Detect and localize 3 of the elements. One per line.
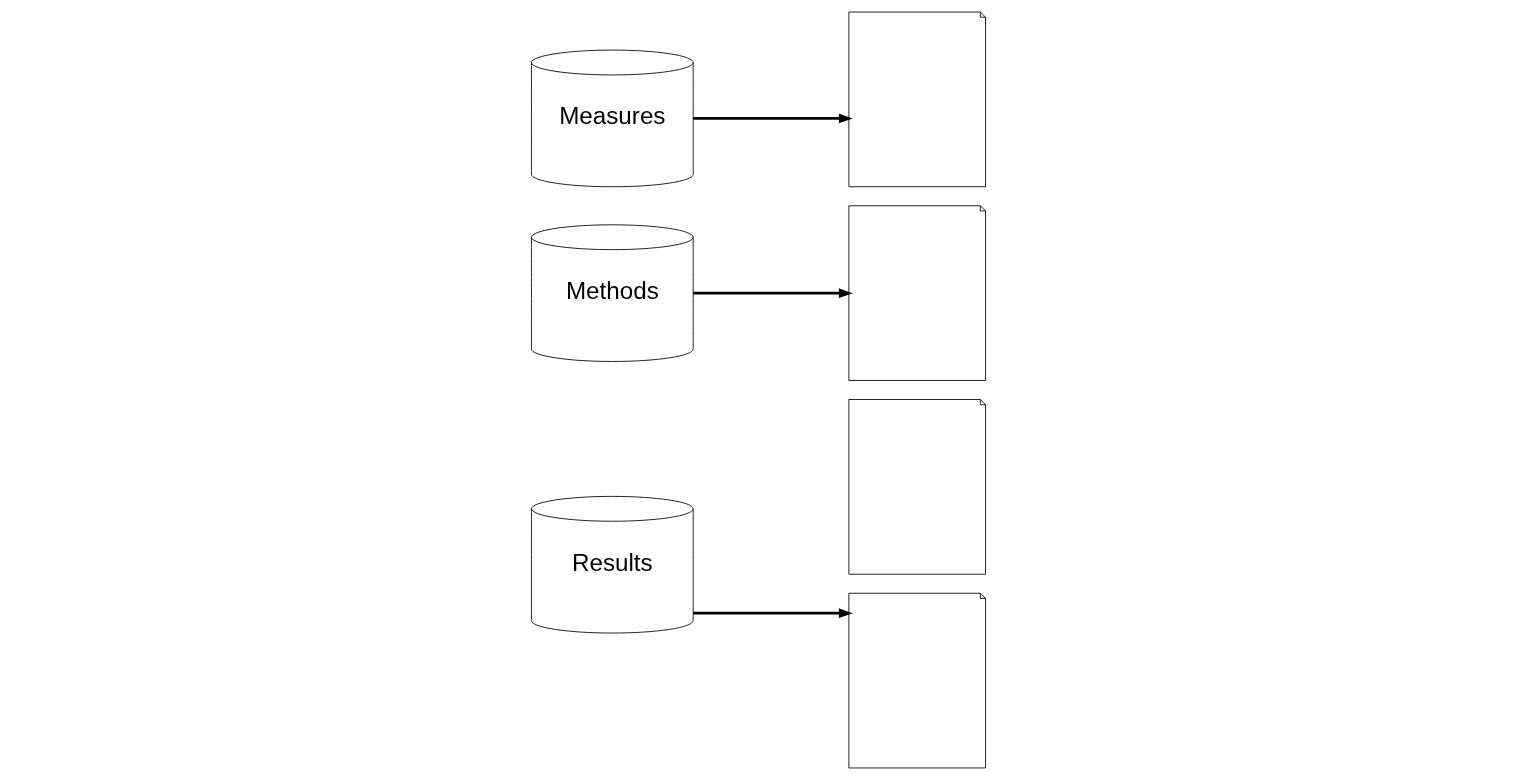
arrow — [692, 608, 853, 618]
arrow — [692, 288, 853, 298]
arrow — [692, 113, 853, 124]
